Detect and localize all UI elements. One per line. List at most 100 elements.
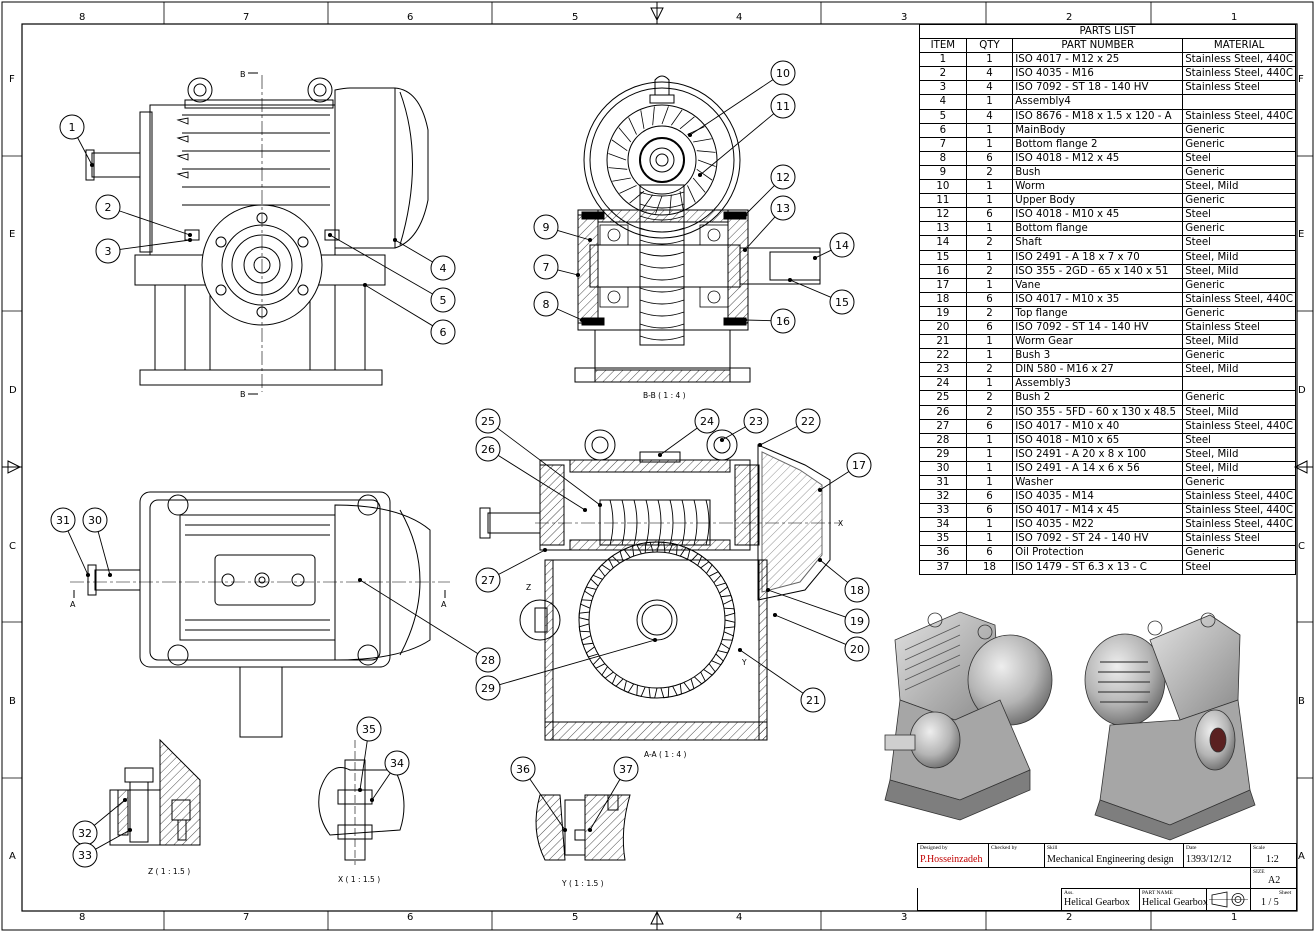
item-cell: 11 (919, 193, 967, 209)
part-number-cell: ISO 7092 - ST 14 - 140 HV (1012, 319, 1184, 336)
detail-x-view (318, 740, 405, 865)
balloon-circle (770, 164, 796, 190)
balloon-circle (475, 436, 501, 462)
qty-cell: 6 (965, 418, 1014, 434)
balloon-circle (829, 289, 855, 315)
balloon-circle (844, 608, 870, 634)
material-cell: Steel, Mild (1182, 263, 1296, 279)
qty-cell: 1 (965, 432, 1014, 448)
top-view (70, 491, 450, 738)
item-cell: 19 (919, 305, 967, 321)
part-number-cell: Top flange (1012, 305, 1184, 321)
leader-line (97, 531, 111, 576)
assembly-cell: Ass. Helical Gearbox (1061, 888, 1140, 911)
part-number-cell: ISO 4017 - M10 x 40 (1012, 418, 1184, 434)
balloon-circle (770, 195, 796, 221)
material-cell: Steel (1182, 559, 1296, 575)
zone-col-label: 4 (736, 12, 742, 23)
leader-line (329, 234, 433, 295)
section-marker-a: A A (70, 600, 447, 609)
col-qty: QTY (965, 38, 1014, 54)
material-cell: Stainless Steel, 440C (1182, 489, 1296, 505)
leader-line (77, 137, 93, 166)
qty-cell: 1 (965, 122, 1014, 138)
part-number-cell: ISO 4017 - M14 x 45 (1012, 503, 1184, 519)
balloon-number: 15 (835, 296, 849, 309)
svg-text:B: B (240, 390, 246, 399)
leader-dot (765, 587, 771, 593)
leader-dot (187, 237, 193, 243)
part-number-cell: Vane (1012, 277, 1184, 293)
qty-cell: 1 (965, 193, 1014, 209)
item-cell: 35 (919, 531, 967, 547)
zone-row-label: A (9, 851, 16, 862)
zone-col-label: 6 (407, 912, 413, 923)
balloon-circle (846, 452, 872, 478)
balloon-number: 8 (543, 298, 550, 311)
qty-cell: 1 (965, 446, 1014, 462)
item-cell: 28 (919, 432, 967, 448)
leader-line (789, 279, 832, 298)
material-cell: Generic (1182, 545, 1296, 561)
leader-lines (67, 79, 850, 850)
qty-cell: 4 (965, 80, 1014, 96)
zone-row-label: E (9, 229, 15, 240)
designer-name: P.Hosseinzadeh (920, 854, 983, 865)
leader-line (95, 829, 131, 850)
part-name-cell: PART NAME Helical Gearbox (1139, 888, 1208, 911)
part-number-cell: Bush 2 (1012, 390, 1184, 406)
balloon-number: 35 (362, 723, 376, 736)
part-number-cell: Assembly3 (1012, 376, 1184, 392)
item-cell: 25 (919, 390, 967, 406)
leader-dot (697, 172, 703, 178)
item-cell: 14 (919, 235, 967, 251)
qty-cell: 6 (965, 319, 1014, 336)
balloon-circle (475, 567, 501, 593)
detail-y-view (535, 794, 631, 861)
item-cell: 24 (919, 376, 967, 392)
qty-cell: 6 (965, 291, 1014, 307)
item-cell: 23 (919, 362, 967, 378)
qty-cell: 1 (965, 277, 1014, 293)
material-cell: Generic (1182, 474, 1296, 491)
item-cell: 22 (919, 348, 967, 364)
skill-value: Mechanical Engineering design (1047, 854, 1174, 865)
leader-dot (542, 547, 548, 553)
zone-col-label: 2 (1066, 12, 1072, 23)
leader-dot (742, 212, 748, 218)
svg-text:Y ( 1 : 1.5 ): Y ( 1 : 1.5 ) (561, 879, 604, 888)
leader-line (497, 427, 601, 506)
material-cell (1182, 94, 1296, 110)
leader-line (93, 799, 126, 826)
title-block: Designed by P.Hosseinzadeh Checked by Sk… (917, 843, 1297, 911)
qty-cell: 1 (965, 52, 1014, 68)
balloon-number: 27 (481, 574, 495, 587)
balloon-number: 16 (776, 315, 790, 328)
item-cell: 6 (919, 122, 967, 138)
zone-col-label: 3 (901, 12, 907, 23)
balloon-number: 29 (481, 682, 495, 695)
part-number-cell: ISO 4035 - M22 (1012, 517, 1184, 533)
balloon-circle (50, 507, 76, 533)
qty-cell: 4 (965, 66, 1014, 82)
part-number-cell: Bush (1012, 164, 1184, 181)
zone-col-label: 4 (736, 912, 742, 923)
balloon-circle (613, 756, 639, 782)
zone-col-label: 1 (1231, 12, 1237, 23)
svg-text:B: B (240, 70, 246, 79)
leader-dot (327, 232, 333, 238)
balloon-number: 21 (806, 694, 820, 707)
material-cell: Steel (1182, 235, 1296, 251)
leader-dot (85, 572, 91, 578)
qty-cell: 2 (965, 263, 1014, 279)
leader-line (759, 425, 798, 446)
